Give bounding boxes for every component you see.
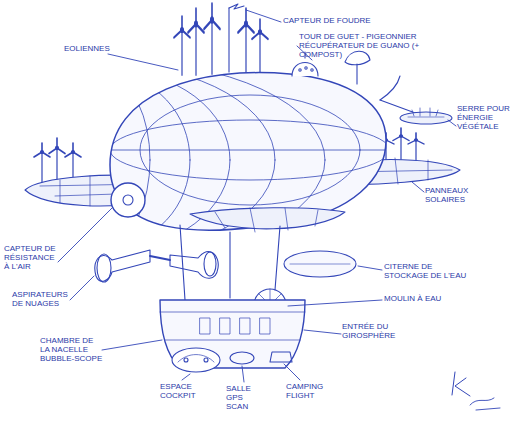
- callout-label: MOULIN À EAU: [384, 294, 448, 303]
- callout-label: SALLE GPS SCAN: [226, 384, 264, 412]
- callout-label: ENTRÉE DU GIROSPHÈRE: [342, 322, 398, 340]
- callout-label: SERRE POUR ÉNERGIE VÉGÉTALE: [457, 104, 511, 132]
- callout-label: EOLIENNES: [64, 44, 110, 53]
- callout-label: CITERNE DE STOCKAGE DE L'EAU: [384, 262, 468, 280]
- callout-label: CAPTEUR DE FOUDRE: [283, 16, 383, 25]
- callout-label: CAPTEUR DE RÉSISTANCE À L'AIR: [4, 244, 62, 272]
- callout-label: ESPACE COCKPIT: [160, 382, 200, 400]
- callout-label: CAMPING FLIGHT: [286, 382, 328, 400]
- callout-label: ASPIRATEURS DE NUAGES: [12, 290, 74, 308]
- callout-label: TOUR DE GUET - PIGEONNIER RÉCUPÉRATEUR D…: [299, 32, 427, 60]
- callout-label: PANNEAUX SOLAIRES: [425, 186, 485, 204]
- callout-label: CHAMBRE DE LA NACELLE BUBBLE-SCOPE: [40, 336, 104, 364]
